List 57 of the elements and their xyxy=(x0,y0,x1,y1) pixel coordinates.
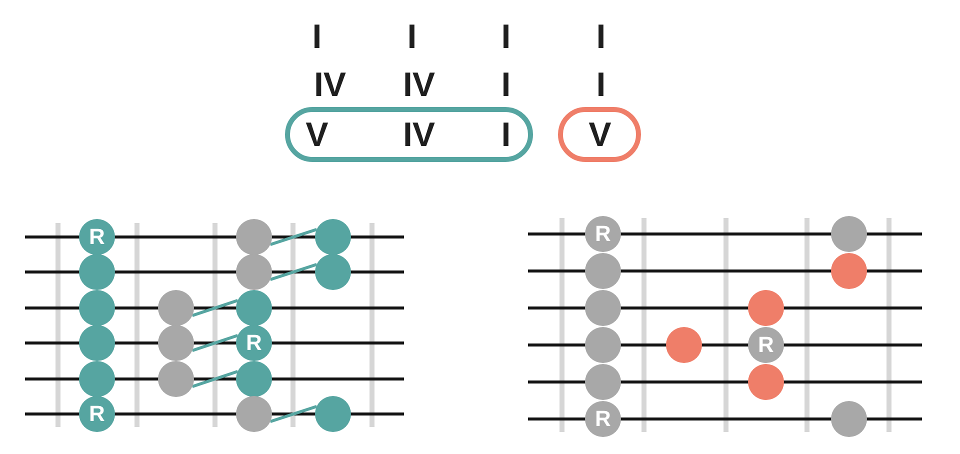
chord-numeral: I xyxy=(312,20,322,54)
note-dot xyxy=(158,325,194,361)
root-letter: R xyxy=(89,403,105,425)
note-dot xyxy=(315,254,351,290)
note-dot xyxy=(748,290,784,326)
slide-line xyxy=(192,370,238,388)
note-dot xyxy=(236,254,272,290)
highlight-outline xyxy=(285,107,533,162)
chord-numeral: I xyxy=(407,20,417,54)
note-dot xyxy=(79,254,115,290)
note-dot xyxy=(79,361,115,397)
slide-line xyxy=(192,334,238,352)
chord-numeral: V xyxy=(588,118,612,152)
note-dot xyxy=(236,325,272,361)
note-dot xyxy=(236,361,272,397)
note-dot xyxy=(666,327,702,363)
note-dot xyxy=(315,219,351,255)
slide-line xyxy=(270,262,318,282)
note-dot xyxy=(236,290,272,326)
chord-numeral: I xyxy=(501,118,511,152)
slide-line xyxy=(270,404,318,424)
slide-line xyxy=(192,298,238,318)
note-dot xyxy=(158,361,194,397)
chord-numeral: IV xyxy=(402,68,436,102)
note-dot xyxy=(585,401,621,437)
note-dot xyxy=(585,327,621,363)
note-dot xyxy=(79,325,115,361)
note-dot xyxy=(79,396,115,432)
slide-line xyxy=(270,228,318,246)
root-letter: R xyxy=(595,408,611,430)
chord-numeral: IV xyxy=(402,118,436,152)
note-dot xyxy=(748,364,784,400)
root-letter: R xyxy=(89,226,105,248)
chord-numeral: IV xyxy=(314,68,346,102)
note-dot xyxy=(79,290,115,326)
note-dot xyxy=(158,290,194,326)
note-dot xyxy=(585,216,621,252)
note-dot xyxy=(236,219,272,255)
highlight-outline xyxy=(558,107,641,162)
note-dot xyxy=(831,216,867,252)
note-dot xyxy=(315,396,351,432)
note-dot xyxy=(831,401,867,437)
root-letter: R xyxy=(246,332,262,354)
root-letter: R xyxy=(758,334,774,356)
chord-numeral: I xyxy=(501,20,511,54)
chord-numeral: V xyxy=(306,118,328,152)
note-dot xyxy=(585,364,621,400)
note-dot xyxy=(748,327,784,363)
note-dot xyxy=(236,396,272,432)
root-letter: R xyxy=(595,223,611,245)
note-dot xyxy=(585,290,621,326)
note-dot xyxy=(831,253,867,289)
chord-numeral: I xyxy=(596,20,606,54)
chord-numeral: I xyxy=(596,68,606,102)
note-dot xyxy=(79,219,115,255)
note-dot xyxy=(585,253,621,289)
chord-numeral: I xyxy=(501,68,511,102)
